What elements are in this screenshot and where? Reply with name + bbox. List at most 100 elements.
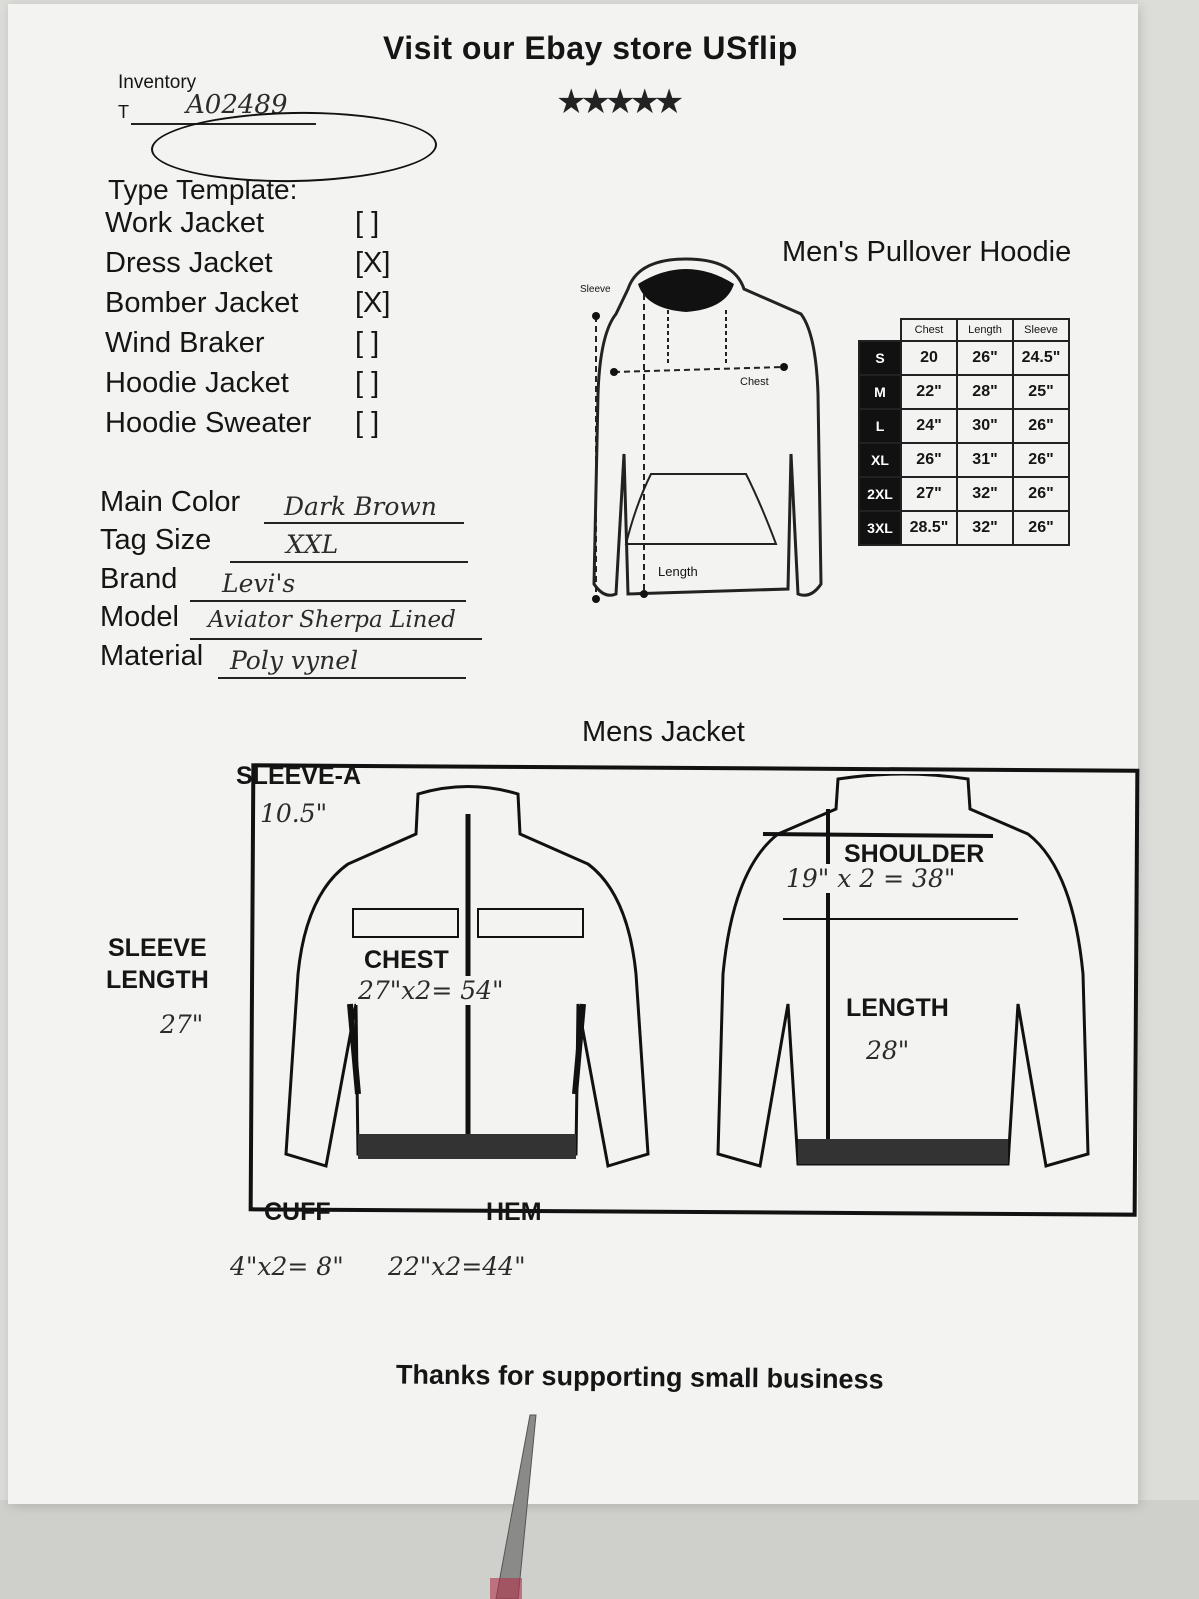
table-cell: 25"	[1012, 374, 1070, 410]
model-label: Model	[100, 601, 179, 633]
jacket-title: Mens Jacket	[582, 716, 745, 748]
chest-value: 27"x2= 54"	[356, 976, 506, 1005]
table-cell: 28"	[956, 374, 1014, 410]
chest-label: CHEST	[362, 946, 451, 975]
checkbox-checked: [X]	[355, 287, 391, 319]
table-cell: 32"	[956, 510, 1014, 546]
brand-label: Brand	[100, 563, 178, 595]
cuff-label: CUFF	[264, 1198, 331, 1226]
model-underline	[190, 638, 482, 640]
column-header: Chest	[900, 318, 958, 342]
checkbox: [ ]	[355, 327, 380, 359]
table-row: XL 26" 31" 26"	[858, 442, 1070, 478]
type-item-label: Work Jacket	[105, 207, 265, 239]
checkbox: [ ]	[355, 367, 380, 399]
table-row: 2XL 27" 32" 26"	[858, 476, 1070, 512]
length-value: 28"	[864, 1036, 912, 1065]
table-cell: 24.5"	[1012, 340, 1070, 376]
tag-size-label: Tag Size	[100, 524, 212, 556]
rating-stars-icon: ★★★★★	[556, 83, 684, 121]
type-item-label: Hoodie Jacket	[105, 367, 289, 399]
jacket-back-illustration	[716, 774, 1090, 1168]
size-cell: XL	[858, 442, 902, 478]
table-cell: 27"	[900, 476, 958, 512]
table-cell: 26"	[900, 442, 958, 478]
type-item-dress-jacket: Dress Jacket [X]	[105, 247, 405, 280]
table-row: M 22" 28" 25"	[858, 374, 1070, 410]
table-cell: 26"	[1012, 476, 1070, 512]
store-title: Visit our Ebay store USflip	[383, 30, 798, 66]
hoodie-sleeve-label: Sleeve	[580, 284, 611, 295]
material-underline	[218, 677, 466, 679]
length-label: LENGTH	[844, 994, 951, 1023]
material-label: Material	[100, 640, 204, 672]
checkbox: [ ]	[355, 407, 380, 439]
sleeve-a-label: SLEEVE-A	[236, 762, 362, 790]
column-header: Sleeve	[1012, 318, 1070, 342]
type-item-label: Wind Braker	[105, 327, 265, 359]
brand-underline	[190, 600, 466, 602]
size-cell: 3XL	[858, 510, 902, 546]
hem-label: HEM	[486, 1198, 542, 1226]
material-value: Poly vynel	[230, 646, 359, 675]
size-cell: 2XL	[858, 476, 902, 512]
type-item-label: Dress Jacket	[105, 247, 273, 279]
main-color-underline	[264, 522, 464, 524]
column-header: Length	[956, 318, 1014, 342]
inventory-label: Inventory	[118, 72, 197, 93]
hoodie-title: Men's Pullover Hoodie	[782, 236, 1072, 268]
model-value: Aviator Sherpa Lined	[208, 607, 456, 633]
size-cell: L	[858, 408, 902, 444]
table-row: 3XL 28.5" 32" 26"	[858, 510, 1070, 546]
type-item-wind-braker: Wind Braker [ ]	[105, 327, 405, 360]
type-template-title: Type Template:	[108, 174, 298, 205]
inventory-underline	[131, 123, 316, 125]
table-cell: 26"	[1012, 408, 1070, 444]
table-cell: 22"	[900, 374, 958, 410]
table-cell: 26"	[956, 340, 1014, 376]
size-chart-paper: Visit our Ebay store USflip ★★★★★ Invent…	[8, 4, 1140, 1504]
hem-value: 22"x2=44"	[388, 1252, 526, 1281]
tag-size-underline	[230, 561, 468, 563]
cuff-value: 4"x2= 8"	[230, 1252, 344, 1281]
hoodie-chest-label: Chest	[740, 376, 769, 388]
sleeve-length-value: 27"	[160, 1010, 204, 1039]
type-item-label: Hoodie Sweater	[105, 407, 312, 439]
shoulder-value: 19" x 2 = 38"	[784, 864, 958, 893]
table-cell: 32"	[956, 476, 1014, 512]
inventory-number: A02489	[186, 90, 288, 120]
inventory-prefix: T	[118, 102, 129, 122]
main-color-label: Main Color	[100, 486, 241, 518]
table-cell: 31"	[956, 442, 1014, 478]
table-row: S 20 26" 24.5"	[858, 340, 1070, 376]
jacket-front-illustration	[284, 785, 650, 1168]
type-item-work-jacket: Work Jacket [ ]	[105, 207, 405, 240]
table-cell: 26"	[1012, 442, 1070, 478]
brand-value: Levi's	[222, 569, 296, 598]
table-cell: 30"	[956, 408, 1014, 444]
type-item-hoodie-jacket: Hoodie Jacket [ ]	[105, 367, 405, 400]
checkbox-checked: [X]	[355, 247, 391, 279]
footer-message: Thanks for supporting small business	[395, 1359, 884, 1395]
table-surface	[0, 1500, 1199, 1599]
table-cell: 26"	[1012, 510, 1070, 546]
table-cell: 28.5"	[900, 510, 958, 546]
type-item-label: Bomber Jacket	[105, 287, 299, 319]
hoodie-illustration	[592, 257, 823, 603]
table-cell: 24"	[900, 408, 958, 444]
hoodie-size-table: Chest Length Sleeve S 20 26" 24.5" M 22"…	[858, 318, 1070, 546]
main-color-value: Dark Brown	[284, 492, 437, 521]
sleeve-a-value: 10.5"	[260, 799, 328, 828]
checkbox: [ ]	[355, 207, 380, 239]
table-cell: 20	[900, 340, 958, 376]
size-cell: S	[858, 340, 902, 376]
scissors-blade-icon	[490, 1414, 537, 1599]
hoodie-length-label: Length	[658, 564, 698, 579]
tag-size-value: XXL	[286, 530, 339, 559]
sleeve-length-label-line1: SLEEVE	[108, 934, 207, 962]
table-row: L 24" 30" 26"	[858, 408, 1070, 444]
size-cell: M	[858, 374, 902, 410]
type-item-hoodie-sweater: Hoodie Sweater [ ]	[105, 407, 405, 440]
type-item-bomber-jacket: Bomber Jacket [X]	[105, 287, 405, 320]
sleeve-length-label-line2: LENGTH	[106, 966, 209, 994]
